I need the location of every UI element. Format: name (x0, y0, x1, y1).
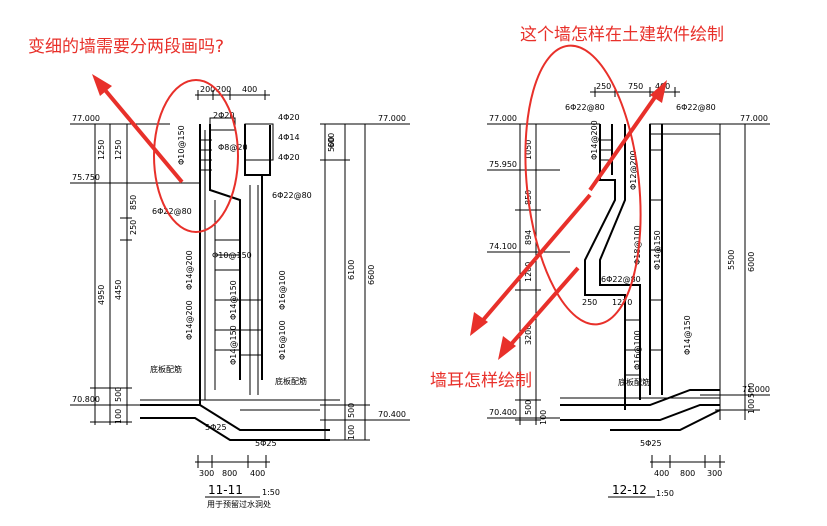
r-elev-top-right: 77.000 (740, 114, 768, 123)
rebar-13: Φ14@150 (229, 325, 238, 365)
ellipse-left (153, 79, 239, 233)
scale-left: 1:50 (262, 488, 280, 497)
dim-left-4: 250 (129, 220, 138, 235)
question-top-right: 这个墙怎样在土建软件绘制 (520, 25, 724, 45)
r-rebar-10: 5Φ25 (640, 439, 662, 448)
r-dim-left-4: 1200 (524, 262, 533, 282)
dim-left-2: 1250 (114, 140, 123, 160)
arrow-ear-1 (470, 193, 592, 336)
section-12-12: 77.000 75.950 74.100 70.400 77.000 71.00… (487, 82, 770, 498)
r-dim-top-1: 250 (596, 82, 611, 91)
r-dim-left-6: 500 (524, 400, 533, 415)
r-dim-right-4: 100 (747, 399, 756, 414)
note-slab-2: 底板配筋 (275, 376, 307, 386)
question-left: 变细的墙需要分两段画吗? (28, 37, 224, 57)
rebar-2: 4Φ20 (278, 113, 300, 122)
r-elev-bottom: 70.400 (489, 408, 517, 417)
rebar-6: Φ8@20 (218, 143, 248, 152)
r-rebar-2: 6Φ22@80 (676, 103, 716, 112)
r-dim-right-3: 500 (747, 383, 756, 398)
note-slab-1: 底板配筋 (150, 364, 182, 374)
dim-bot-1: 300 (199, 469, 214, 478)
r-dim-bot-3: 300 (707, 469, 722, 478)
rebar-14: Φ16@100 (278, 270, 287, 310)
red-markup: 变细的墙需要分两段画吗? 这个墙怎样在土建软件绘制 墙耳怎样绘制 (28, 25, 724, 391)
r-dim-left-1: 1050 (524, 140, 533, 160)
dim-right-4: 6600 (367, 265, 376, 285)
rebar-7: 6Φ22@80 (152, 207, 192, 216)
dim-right-6: 100 (347, 425, 356, 440)
arrow-ear-2 (498, 266, 580, 360)
arrow-left (92, 74, 184, 184)
r-note-slab: 底板配筋 (618, 377, 650, 387)
r-elev-2: 75.950 (489, 160, 517, 169)
dim-right-5: 500 (347, 403, 356, 418)
r-elev-top: 77.000 (489, 114, 517, 123)
dim-bot-3: 400 (250, 469, 265, 478)
dim-right-1: 500 (327, 137, 336, 152)
r-elev-bottom-right: 71.000 (742, 385, 770, 394)
rebar-5: Φ10@150 (177, 125, 186, 165)
r-rebar-7: 6Φ22@80 (601, 275, 641, 284)
elev-top: 77.000 (72, 114, 100, 123)
r-dim-bot-2: 800 (680, 469, 695, 478)
dim-left-7: 500 (114, 387, 123, 402)
r-dim-left-5: 3200 (524, 325, 533, 345)
dim-left-3: 850 (129, 195, 138, 210)
scale-right: 1:50 (656, 489, 674, 498)
r-rebar-4: Φ12@200 (629, 150, 638, 190)
dim-bot-2: 800 (222, 469, 237, 478)
rebar-15: Φ16@100 (278, 320, 287, 360)
r-dim-mid-2: 1270 (612, 298, 632, 307)
elev-bottom-right: 70.400 (378, 410, 406, 419)
rebar-16: 5Φ25 (205, 423, 227, 432)
elev-top-right: 77.000 (378, 114, 406, 123)
r-dim-left-7: 100 (539, 410, 548, 425)
dim-right-3: 6100 (347, 260, 356, 280)
section-title-left: 11-11 (208, 483, 243, 497)
elev-mid: 75.750 (72, 173, 100, 182)
dim-top-3: 400 (242, 85, 257, 94)
subtitle-left: 用于预留过水洞处 (207, 499, 271, 509)
r-dim-mid-1: 250 (582, 298, 597, 307)
r-elev-3: 74.100 (489, 242, 517, 251)
rebar-9: Φ10@150 (212, 251, 252, 260)
r-dim-bot-1: 400 (654, 469, 669, 478)
r-rebar-8: Φ16@100 (633, 330, 642, 370)
arrow-top-right (588, 80, 667, 192)
rebar-10: Φ14@200 (185, 250, 194, 290)
rebar-11: Φ14@200 (185, 300, 194, 340)
section-title-right: 12-12 (612, 483, 647, 497)
r-rebar-1: 6Φ22@80 (565, 103, 605, 112)
r-rebar-6: Φ14@150 (653, 230, 662, 270)
dim-left-8: 100 (114, 409, 123, 424)
dim-top-2: 200 (216, 85, 231, 94)
rebar-4: 4Φ20 (278, 153, 300, 162)
question-ear: 墙耳怎样绘制 (430, 371, 532, 391)
r-rebar-5: Φ18@100 (633, 225, 642, 265)
rebar-3: 4Φ14 (278, 133, 300, 142)
r-rebar-9: Φ14@150 (683, 315, 692, 355)
r-dim-right-2: 6000 (747, 252, 756, 272)
rebar-12: Φ14@150 (229, 280, 238, 320)
dim-left-6: 4950 (97, 285, 106, 305)
dim-left-1: 1250 (97, 140, 106, 160)
elev-bottom: 70.800 (72, 395, 100, 404)
rebar-1: 2Φ20 (213, 111, 235, 120)
r-dim-right-1: 5500 (727, 250, 736, 270)
r-dim-left-3: 894 (524, 230, 533, 245)
r-dim-top-2: 750 (628, 82, 643, 91)
section-11-11: 77.000 75.750 70.800 77.000 70.400 200 2… (70, 85, 410, 509)
rebar-8: 6Φ22@80 (272, 191, 312, 200)
dim-top-1: 200 (200, 85, 215, 94)
ellipse-right (524, 44, 642, 326)
r-rebar-3: Φ14@200 (590, 120, 599, 160)
dim-right-2: 600 (327, 133, 336, 148)
rebar-17: 5Φ25 (255, 439, 277, 448)
dim-left-5: 4450 (114, 280, 123, 300)
